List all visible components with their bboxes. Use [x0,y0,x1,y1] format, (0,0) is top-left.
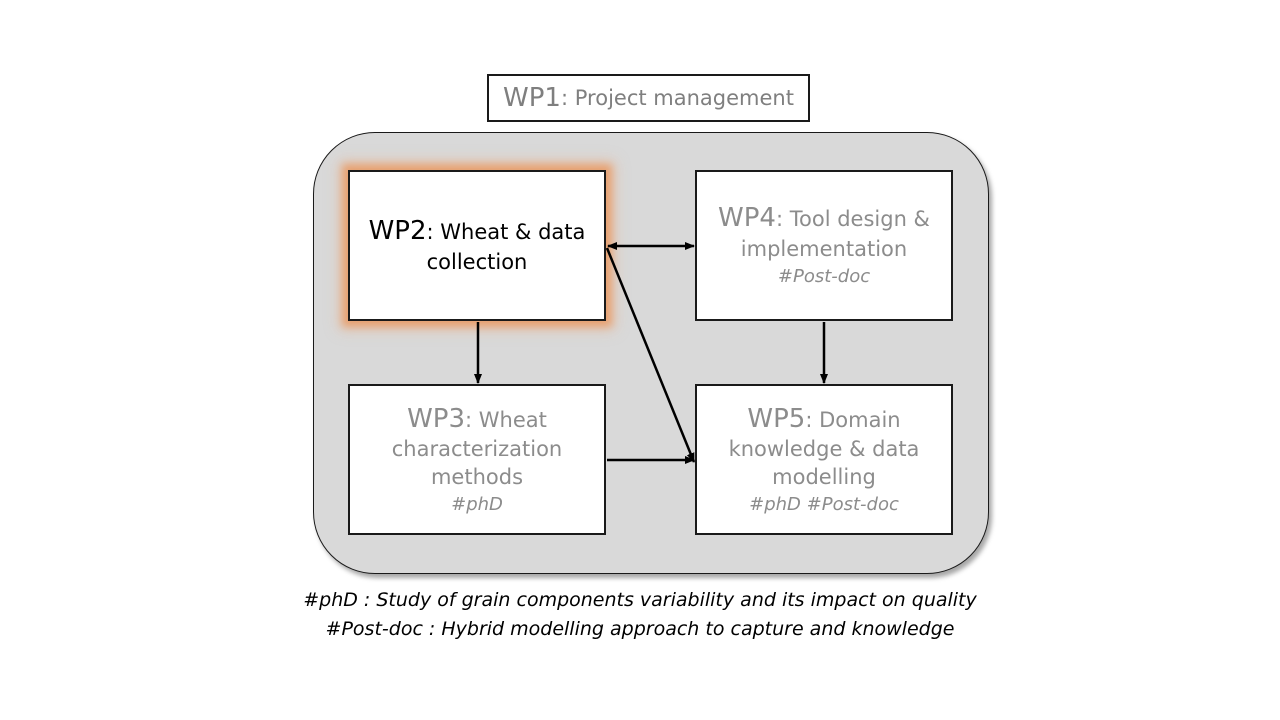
footnote-phd: #phD : Study of grain components variabi… [303,589,977,611]
wp1-title: Project management [574,86,794,110]
wp4-title: Tool design & implementation [740,207,930,262]
wp3-box: WP3: Wheat characterization methods #phD [348,384,606,535]
wp2-heading: WP2: Wheat & data collection [368,215,586,274]
wp1-box: WP1: Project management [487,74,810,122]
wp1-code: WP1 [503,83,561,113]
wp5-box: WP5: Domain knowledge & data modelling #… [695,384,953,535]
wp5-heading: WP5: Domain knowledge & data modelling [728,403,920,489]
footnotes: #phD : Study of grain components variabi… [0,586,1280,644]
wp5-tag: #phD #Post-doc [749,494,899,515]
wp2-title: Wheat & data collection [426,219,586,274]
wp5-code: WP5 [747,403,806,434]
wp3-title: Wheat characterization methods [391,407,563,489]
wp1-title-prefix: : [560,86,575,110]
wp4-box: WP4: Tool design & implementation #Post-… [695,170,953,321]
wp2-box: WP2: Wheat & data collection [348,170,606,321]
wp2-code: WP2 [368,215,427,246]
wp3-tag: #phD [451,494,503,515]
wp3-code: WP3 [407,403,466,434]
wp5-title: Domain knowledge & data modelling [728,407,920,489]
wp4-code: WP4 [718,203,776,234]
wp3-heading: WP3: Wheat characterization methods [391,403,563,489]
footnote-postdoc: #Post-doc : Hybrid modelling approach to… [325,618,955,640]
wp4-heading: WP4: Tool design & implementation [718,203,930,262]
wp4-tag: #Post-doc [777,266,871,288]
